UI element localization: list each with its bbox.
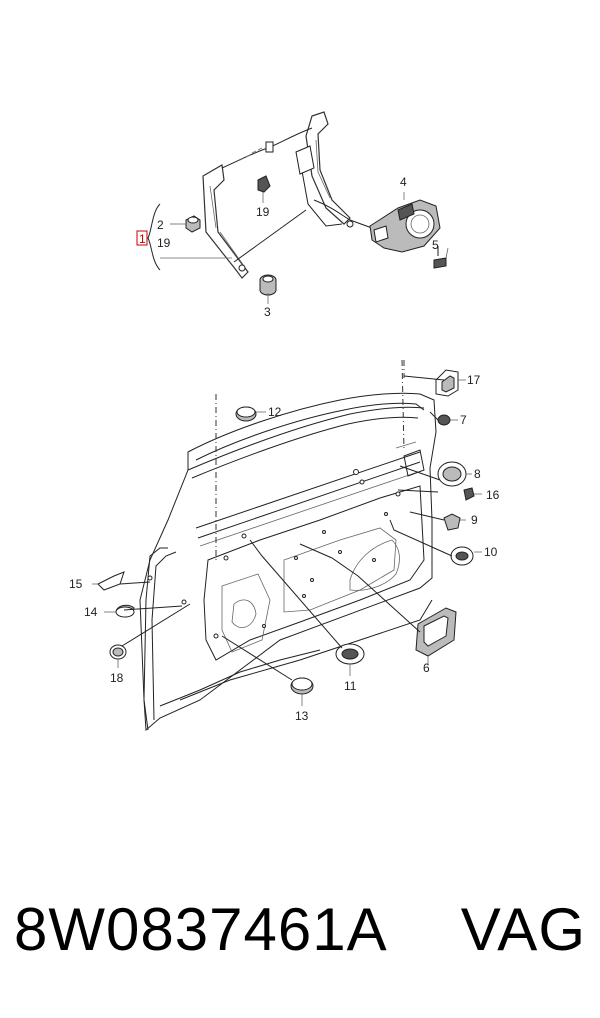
callout-19-regulator: 19 (157, 236, 171, 250)
callout-1: 1 (139, 232, 146, 246)
callout-11: 11 (344, 679, 357, 693)
footer: 8W0837461A VAG (0, 890, 600, 990)
callout-5: 5 (432, 238, 439, 252)
parts-diagram: 1 2 19 19 3 4 5 17 12 7 8 16 9 10 15 14 … (69, 111, 500, 732)
callout-4: 4 (400, 175, 407, 189)
part-16-screw (463, 487, 482, 501)
callout-13: 13 (295, 709, 309, 723)
part-18-plug (109, 644, 127, 668)
callout-labels: 1 2 19 19 3 4 5 17 12 7 8 16 9 10 15 14 … (69, 175, 500, 723)
part-9-plug (443, 513, 466, 531)
leader-lines (119, 360, 453, 681)
window-regulator (202, 111, 373, 279)
part-2-nut (170, 215, 201, 233)
callout-8: 8 (474, 467, 481, 481)
part-7-clip (437, 414, 458, 426)
callout-10: 10 (484, 545, 498, 559)
callout-2: 2 (157, 218, 164, 232)
callout-17: 17 (467, 373, 481, 387)
part-8-grommet (437, 461, 472, 487)
door-panel (139, 359, 437, 732)
part-10-grommet (450, 546, 482, 566)
callout-15: 15 (69, 577, 83, 591)
part-13-plug (290, 677, 314, 706)
callout-7: 7 (460, 413, 467, 427)
part-4-motor (369, 192, 441, 253)
callout-16: 16 (486, 488, 500, 502)
callout-6: 6 (423, 661, 430, 675)
callout-3: 3 (264, 305, 271, 319)
callout-14: 14 (84, 605, 98, 619)
callout-bracket-1 (147, 203, 232, 271)
callout-18: 18 (110, 671, 124, 685)
part-17-grommet (435, 369, 466, 397)
callout-9: 9 (471, 513, 478, 527)
part-6-control-module (415, 607, 457, 664)
part-14-plug (104, 604, 135, 618)
callout-12: 12 (268, 405, 282, 419)
part-number: 8W0837461A (14, 896, 388, 963)
part-15-wedge (92, 571, 125, 591)
part-12-plug (235, 406, 266, 422)
part-5-screw (433, 246, 449, 269)
brand-label: VAG (460, 896, 586, 963)
callout-1-highlight-box (136, 230, 148, 246)
part-19-clip-upper (257, 175, 271, 203)
part-11-grommet (335, 643, 365, 676)
callout-19-clip: 19 (256, 205, 270, 219)
part-3-grommet (259, 274, 277, 304)
